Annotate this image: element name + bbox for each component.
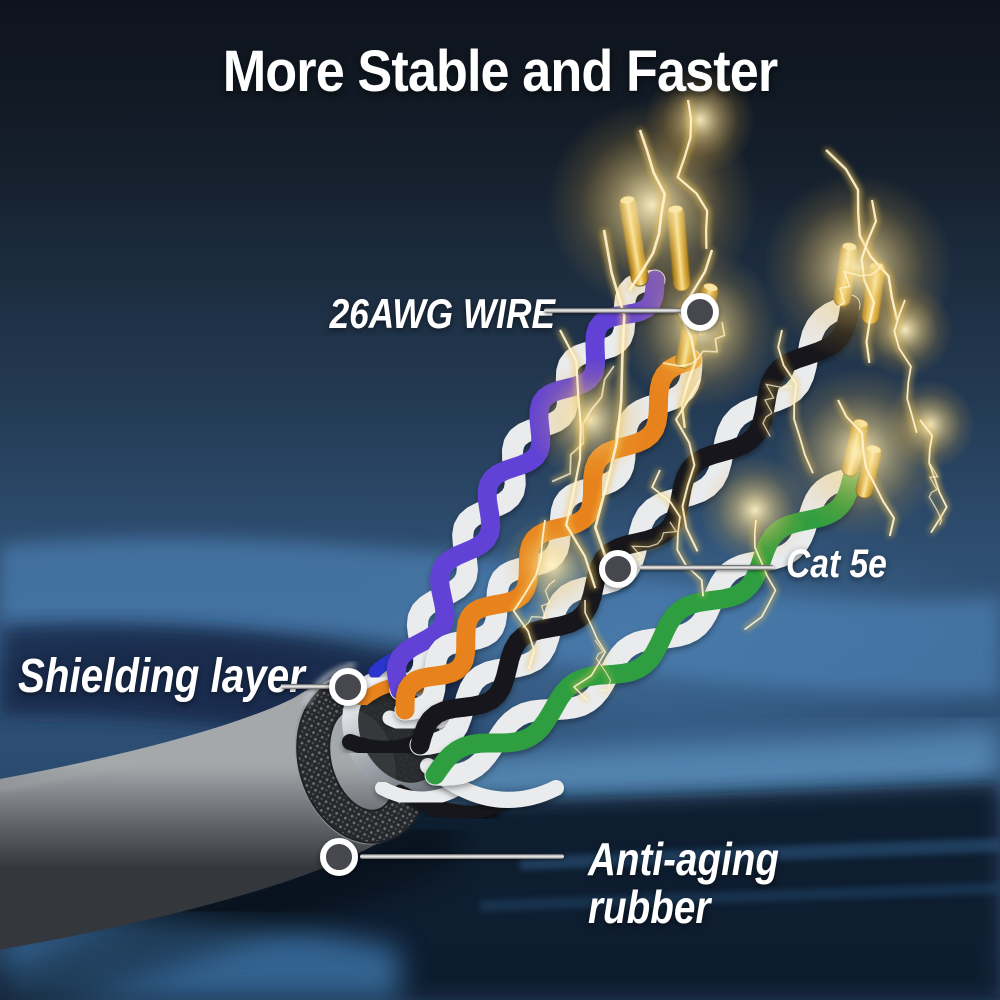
callout-shielding-label: Shielding layer: [18, 650, 305, 703]
callout-rubber-label: Anti-aging rubber: [588, 833, 780, 933]
callout-26awg-wire-label: 26AWG WIRE: [329, 290, 555, 337]
lightning-effects: [502, 65, 975, 702]
blue-violet-pair: [386, 269, 666, 701]
callout-cat5e-dot: [599, 550, 637, 588]
callout-rubber-line: [360, 854, 564, 859]
callout-shielding-dot: [329, 668, 367, 706]
callout-shielding-line: [281, 684, 330, 689]
callout-rubber-dot: [320, 838, 358, 876]
callout-cat5e-label: Cat 5e: [786, 542, 887, 586]
callout-26awg-wire-dot: [681, 293, 719, 331]
black-pair: [409, 294, 861, 756]
page-title: More Stable and Faster: [222, 39, 778, 104]
callout-26awg-wire-line: [544, 308, 682, 313]
callout-cat5e-line: [640, 565, 774, 570]
